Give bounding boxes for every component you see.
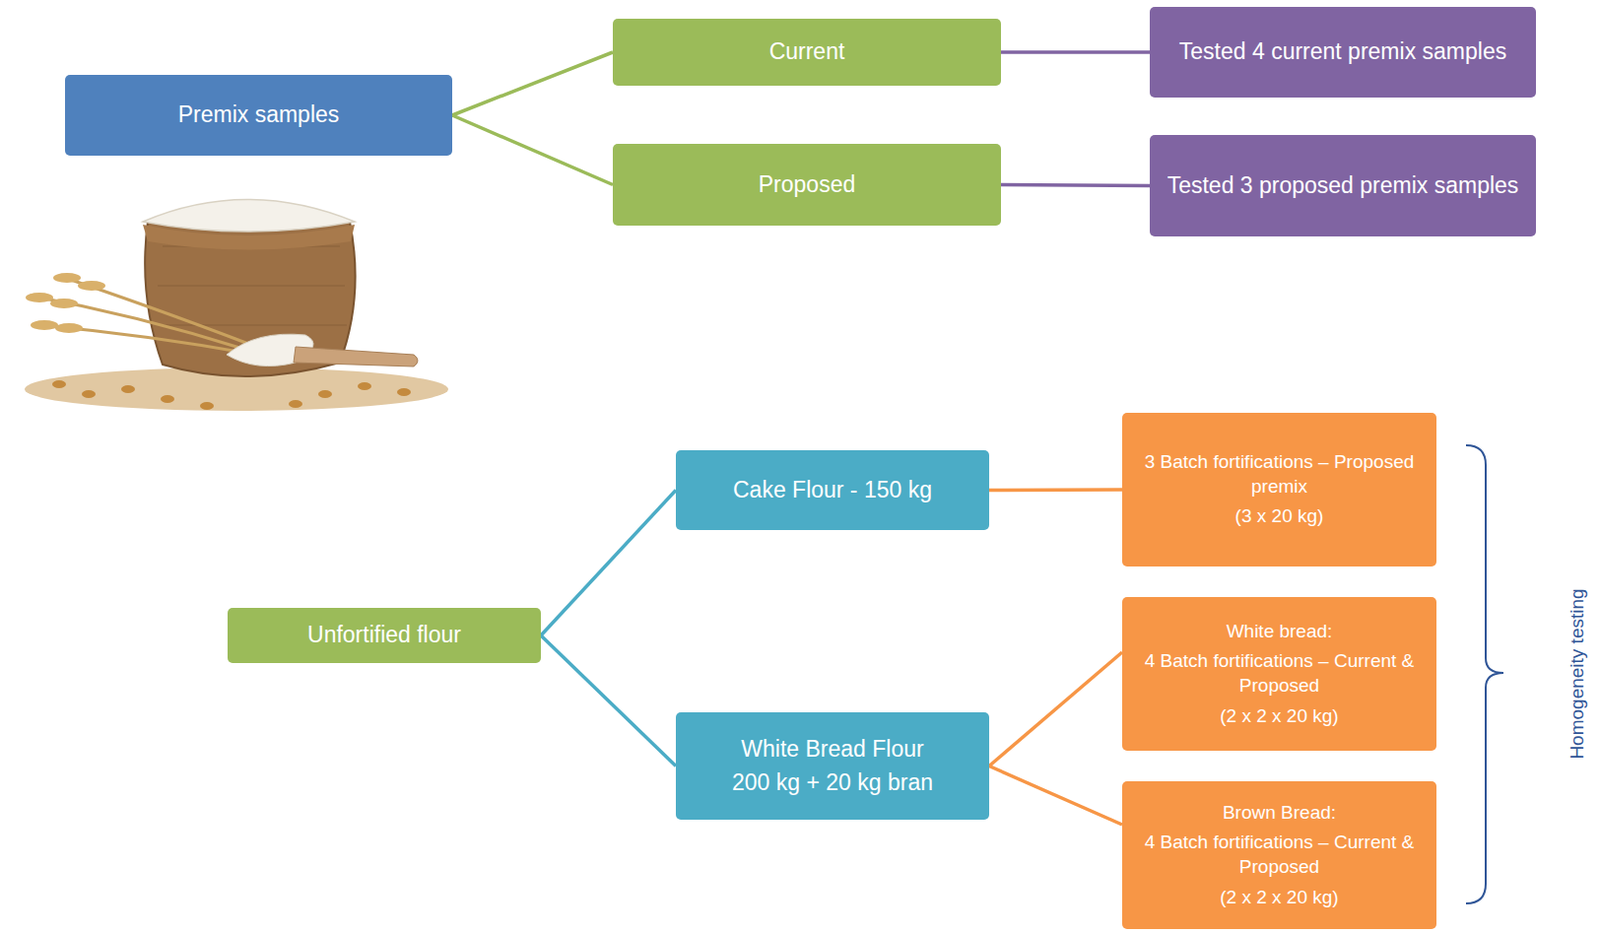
premix-box: Premix samples xyxy=(65,74,453,156)
node-text: Tested 4 current premix samples xyxy=(1179,37,1507,67)
flour-type-box: White Bread Flour200 kg + 20 kg bran xyxy=(675,712,990,820)
category-box: Proposed xyxy=(612,143,1001,226)
bracket-label: Homogeneity testing xyxy=(1566,588,1589,759)
curly-bracket xyxy=(1466,445,1504,904)
connector-line xyxy=(1000,50,1150,55)
connector-line xyxy=(540,635,676,767)
node-text: Unfortified flour xyxy=(307,620,462,651)
node-text: 3 Batch fortifications – Proposed premix xyxy=(1130,450,1429,499)
node-text: Brown Bread: xyxy=(1222,800,1336,826)
connector-line xyxy=(540,490,676,637)
node-text: Proposed xyxy=(758,170,856,200)
connector-line xyxy=(989,652,1123,767)
node-text: Current xyxy=(769,37,846,67)
node-text: Premix samples xyxy=(178,100,340,131)
node-text: Cake Flour - 150 kg xyxy=(733,475,933,506)
flour-type-box: Cake Flour - 150 kg xyxy=(675,450,990,531)
category-box: Current xyxy=(612,18,1001,86)
node-text: (2 x 2 x 20 kg) xyxy=(1219,704,1338,730)
result-box: Tested 3 proposed premix samples xyxy=(1149,134,1536,237)
node-text: 4 Batch fortifications – Current & Propo… xyxy=(1130,649,1429,698)
node-text: (2 x 2 x 20 kg) xyxy=(1219,885,1338,911)
node-text: (3 x 20 kg) xyxy=(1235,504,1325,530)
batch-box: 3 Batch fortifications – Proposed premix… xyxy=(1122,412,1437,567)
connector-line xyxy=(452,52,613,116)
connector-line xyxy=(1000,185,1150,187)
connector-line xyxy=(989,487,1123,492)
node-text: 200 kg + 20 kg bran xyxy=(732,768,934,799)
node-text: Tested 3 proposed premix samples xyxy=(1167,171,1520,201)
batch-box: White bread: 4 Batch fortifications – Cur… xyxy=(1122,597,1437,751)
node-text: White Bread Flour xyxy=(740,734,924,765)
node-text: 4 Batch fortifications – Current & Propo… xyxy=(1130,830,1429,879)
connector-line xyxy=(989,766,1123,826)
connector-line xyxy=(452,115,613,186)
node-text: White bread: xyxy=(1226,619,1334,645)
flour-box: Unfortified flour xyxy=(227,607,541,664)
flour-sack-illustration xyxy=(24,200,449,412)
result-box: Tested 4 current premix samples xyxy=(1149,6,1536,98)
batch-box: Brown Bread: 4 Batch fortifications – Cur… xyxy=(1122,781,1437,930)
